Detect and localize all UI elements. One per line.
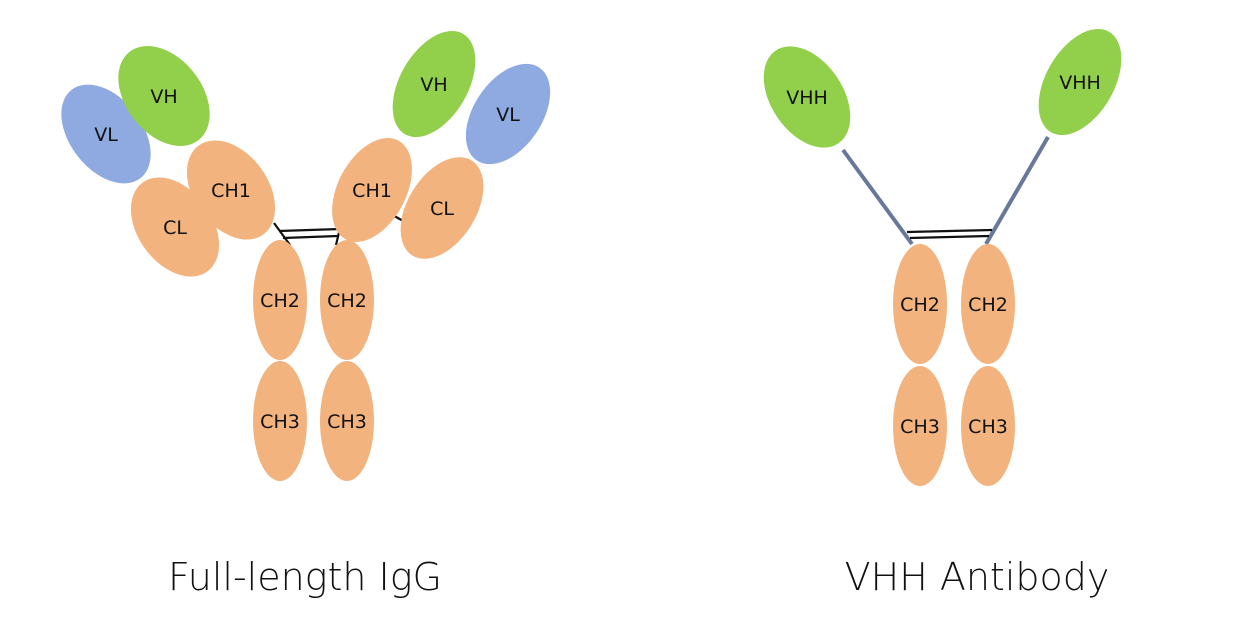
domain-vh: VH [392,30,476,138]
domain-label: CL [163,217,187,239]
domain-shape [253,240,307,360]
domain-vhh: VHH [763,46,851,148]
domain-ch3: CH3 [320,361,374,481]
domain-label: CH3 [327,411,367,433]
disulfide-bond [909,234,990,240]
domain-shape [118,46,210,146]
domain-shape [763,46,851,148]
domain-ch3: CH3 [893,366,947,486]
domain-shape [400,157,484,259]
domain-label: VHH [786,87,828,109]
domain-label: CH3 [968,416,1008,438]
domain-label: CH2 [900,294,940,316]
domain-shape [1038,28,1122,136]
domain-shape [465,63,551,165]
domain-ch2: CH2 [320,240,374,360]
domain-ch1: CH1 [332,138,412,242]
domain-label: CH3 [260,411,300,433]
vhh-bonds [906,228,993,240]
disulfide-bond [282,234,339,240]
domain-shape [253,361,307,481]
domain-shape [961,244,1015,364]
domain-shape [893,244,947,364]
domain-ch1: CH1 [186,140,276,240]
domain-label: VH [150,86,177,108]
domain-label: VHH [1059,72,1101,94]
domain-shape [186,140,276,240]
domain-label: CH2 [327,290,367,312]
igg-caption: Full-length IgG [168,555,442,599]
disulfide-bond [273,222,291,246]
domain-label: CH3 [900,416,940,438]
domain-label: CH1 [352,180,392,202]
domain-ch2: CH2 [961,244,1015,364]
domain-shape [893,366,947,486]
hinge-linker [984,135,1050,246]
domain-ch3: CH3 [961,366,1015,486]
domain-vh: VH [118,46,210,146]
domain-ch3: CH3 [253,361,307,481]
domain-label: CH2 [968,294,1008,316]
domain-cl: CL [400,157,484,259]
domain-vhh: VHH [1038,28,1122,136]
hinge-linker [841,148,914,246]
domain-shape [320,240,374,360]
domain-shape [320,361,374,481]
domain-label: VL [496,104,520,126]
domain-shape [392,30,476,138]
domain-ch2: CH2 [253,240,307,360]
domain-shape [332,138,412,242]
domain-vl: VL [465,63,551,165]
domain-label: CH1 [211,180,251,202]
disulfide-bond [906,228,993,234]
disulfide-bond [278,227,341,233]
domain-label: CL [430,198,454,220]
vhh-linkers [841,135,1050,246]
domain-ch2: CH2 [893,244,947,364]
vhh-caption: VHH Antibody [845,555,1110,599]
domain-label: VH [420,74,447,96]
domain-label: VL [94,124,118,146]
domain-label: CH2 [260,290,300,312]
domain-shape [961,366,1015,486]
